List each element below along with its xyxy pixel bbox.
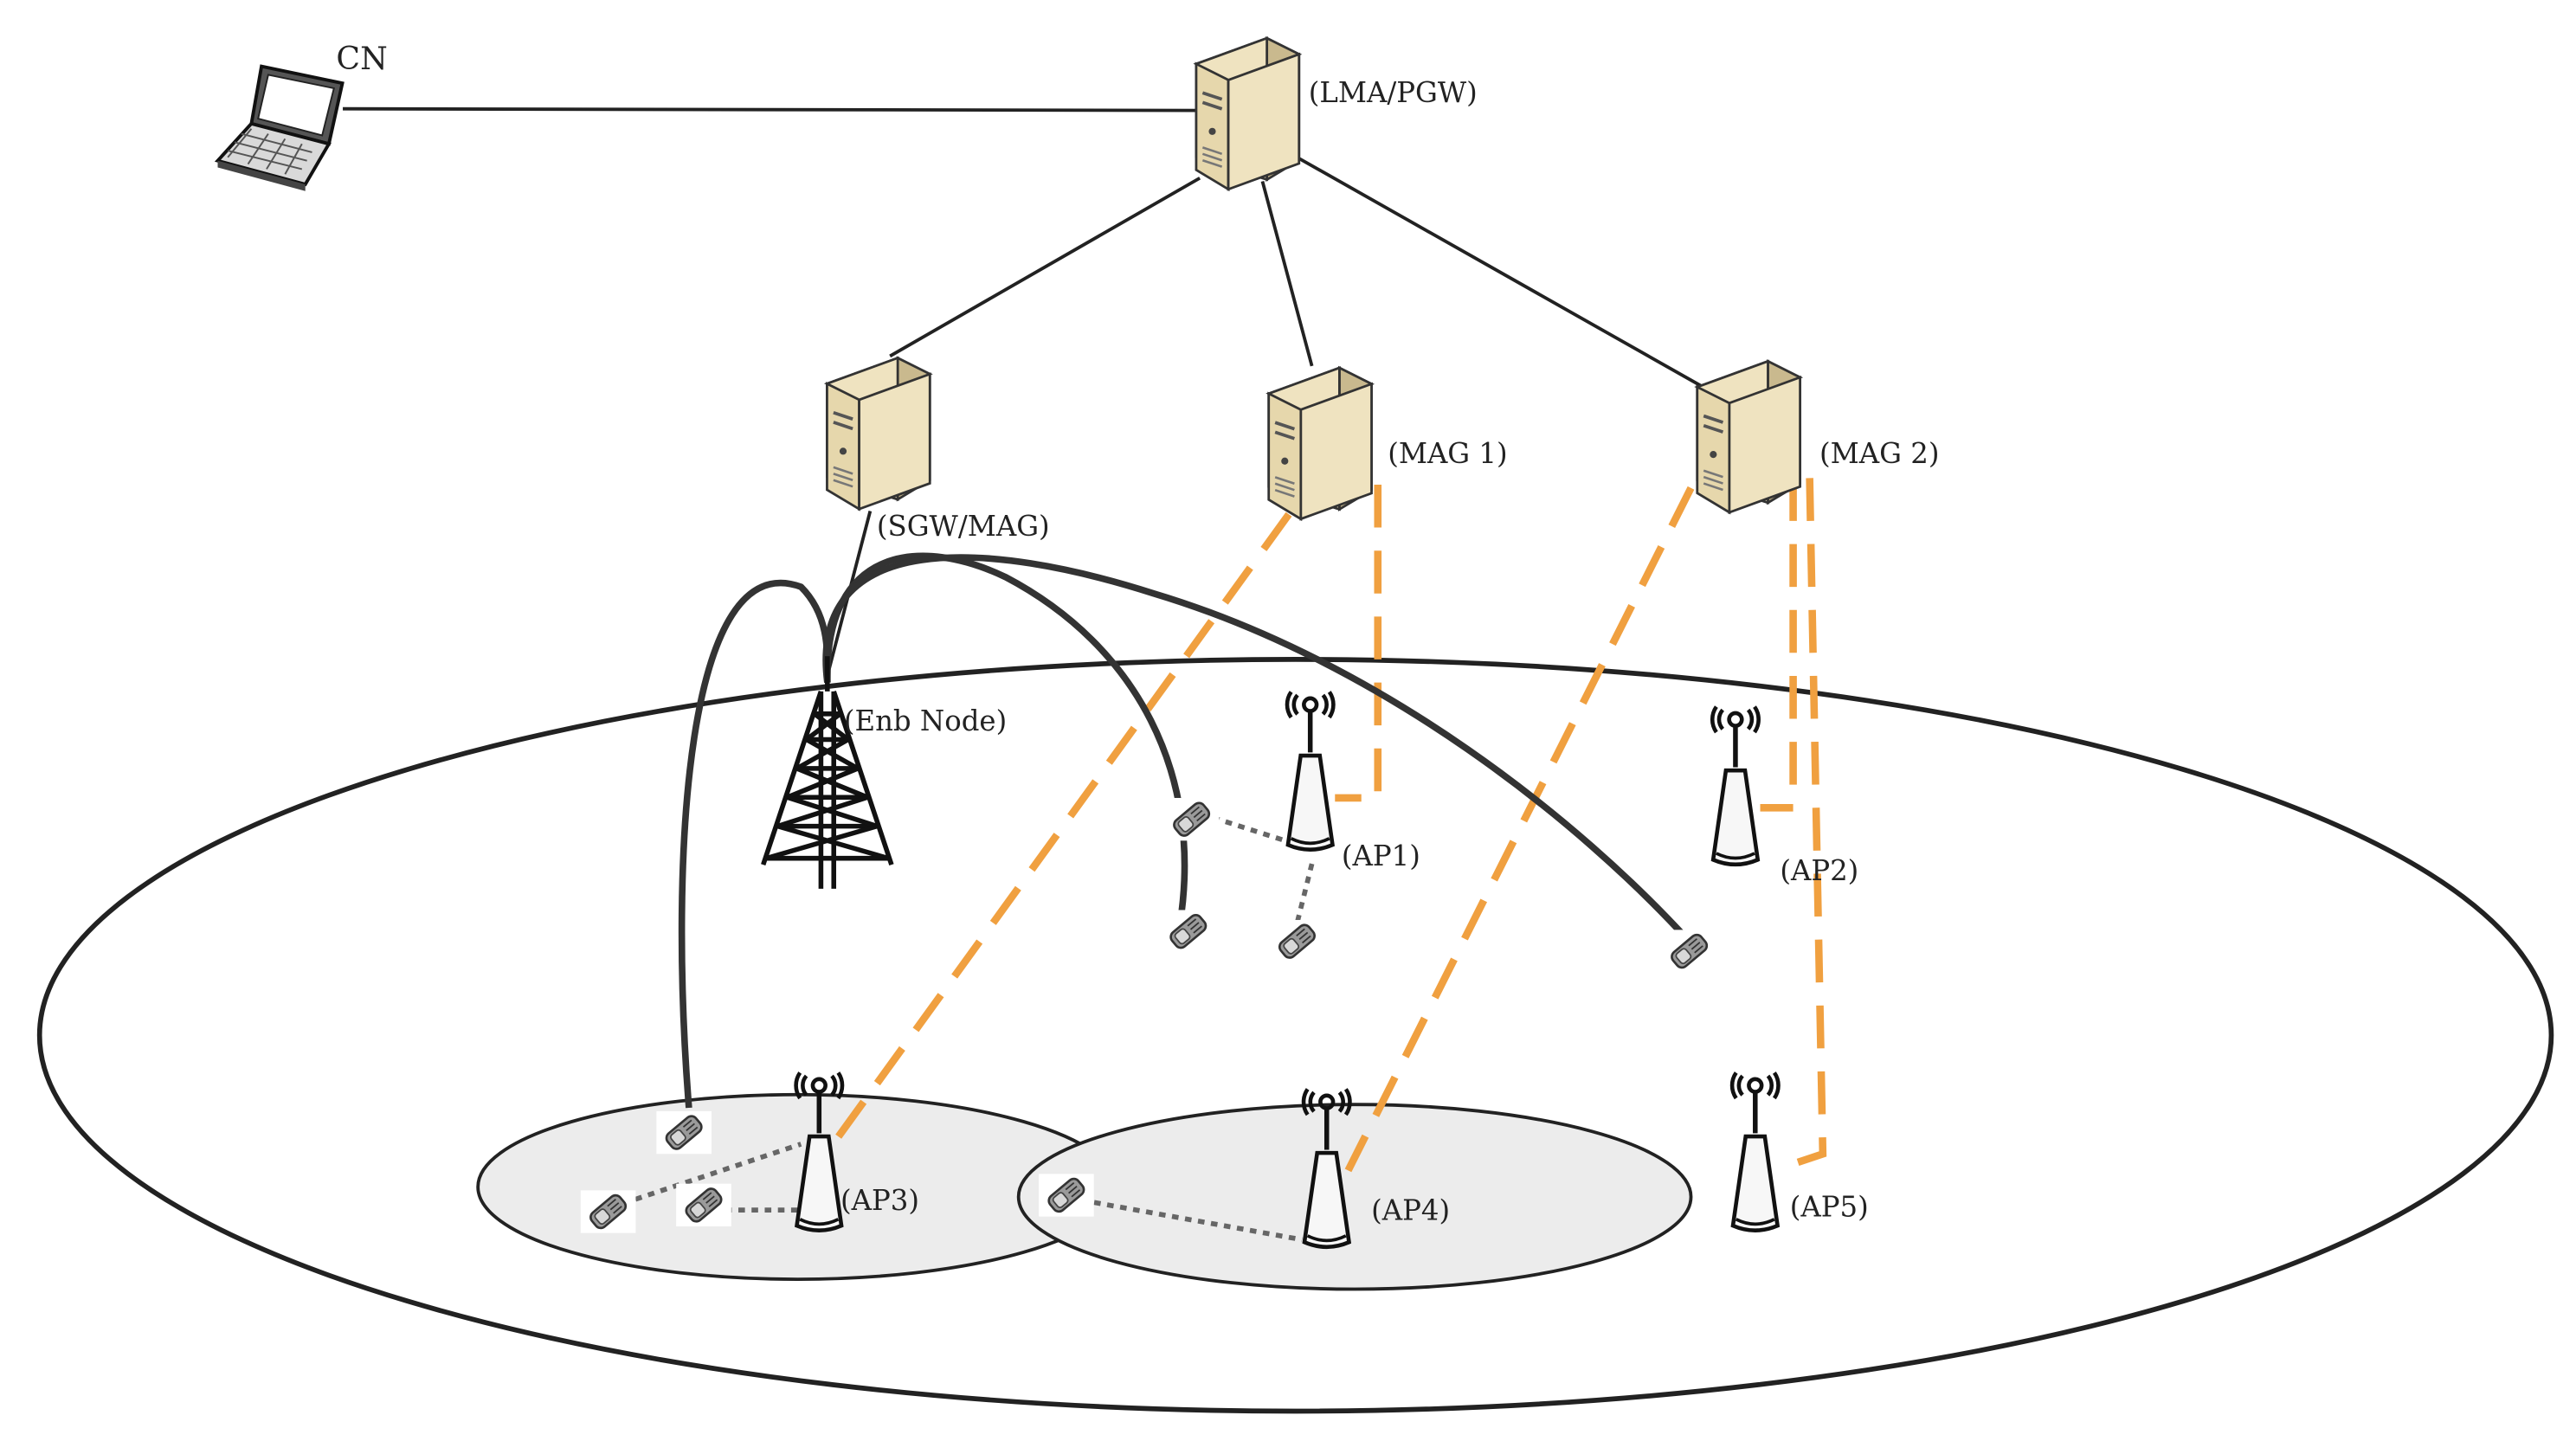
link-lma-mag1 (1260, 181, 1314, 367)
link-lma-sgw (889, 177, 1201, 358)
link-cn-lma (343, 106, 1203, 113)
sgw-mag-label: (SGW/MAG) (877, 510, 1050, 543)
mobile-phone-icon[interactable] (1661, 930, 1717, 973)
ap-associations (621, 815, 1315, 1243)
macro-cell-coverage (36, 657, 2554, 1414)
ap3-label: (AP3) (840, 1184, 919, 1217)
wired-links (343, 106, 1702, 677)
link-mag2-ap2 (1760, 478, 1797, 812)
mobile-phone-icon[interactable] (655, 1110, 712, 1155)
cn-laptop-icon[interactable] (216, 64, 345, 191)
wireless-arcs (678, 552, 1690, 1109)
mag-ap-links (828, 478, 1827, 1173)
mag1-server-icon[interactable] (1266, 366, 1374, 521)
mag2-server-icon[interactable] (1695, 359, 1802, 514)
link-lma-mag2 (1298, 157, 1702, 388)
lma-pgw-server-icon[interactable] (1195, 36, 1301, 191)
sgw-mag-server-icon[interactable] (825, 356, 932, 511)
mobile-phone-icon[interactable] (1160, 910, 1217, 953)
ap1-label: (AP1) (1342, 840, 1420, 872)
mobile-phone-icon[interactable] (580, 1190, 636, 1233)
ap5-label: (AP5) (1790, 1191, 1869, 1224)
mobile-phone-icon[interactable] (1269, 919, 1325, 963)
arc-enb-mobile-right (822, 554, 1690, 943)
mobile-phone-icon[interactable] (675, 1183, 732, 1227)
mag1-label: (MAG 1) (1388, 437, 1507, 470)
mag2-label: (MAG 2) (1819, 437, 1939, 470)
link-mag1-ap1 (1335, 485, 1382, 802)
mobile-phone-icon[interactable] (1163, 797, 1220, 841)
ap2-label: (AP2) (1780, 854, 1858, 887)
arc-enb-mobile-ap3 (678, 579, 831, 1109)
lma-pgw-label: (LMA/PGW) (1309, 76, 1478, 109)
mobile-phone-icon[interactable] (1038, 1174, 1095, 1217)
ap4-cell-coverage (1016, 1103, 1693, 1291)
cn-label: CN (336, 40, 387, 77)
link-mag2-ap5 (1781, 478, 1827, 1171)
ap4-label: (AP4) (1371, 1194, 1450, 1227)
enb-node-label: (Enb Node) (844, 704, 1007, 737)
